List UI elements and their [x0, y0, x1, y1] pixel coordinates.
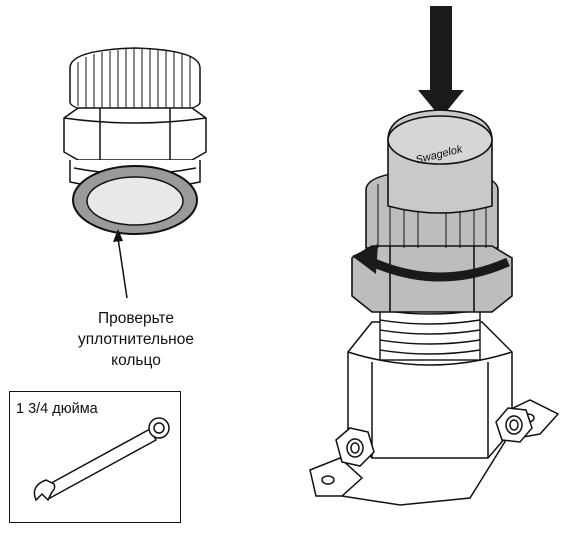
- wrench-size-label: 1 3/4 дюйма: [16, 401, 98, 417]
- callout-line-2: уплотнительное: [78, 331, 194, 348]
- side-gland-right: [495, 407, 533, 443]
- inspect-o-ring-callout: Проверьте уплотнительное кольцо: [56, 308, 216, 371]
- callout-pointer: [113, 229, 128, 299]
- wrench-icon: [33, 417, 170, 502]
- callout-line-1: Проверьте: [97, 310, 175, 327]
- callout-line-3: кольцо: [111, 352, 161, 369]
- rotate-arrow-head: [352, 244, 378, 274]
- tool-size-box: 1 3/4 дюйма: [9, 391, 181, 523]
- side-gland-left: [335, 427, 375, 467]
- o-ring: [72, 165, 198, 235]
- swagelok-cap: [387, 109, 493, 214]
- down-arrow-icon: [418, 6, 464, 118]
- rotate-arrow-icon: [370, 257, 510, 282]
